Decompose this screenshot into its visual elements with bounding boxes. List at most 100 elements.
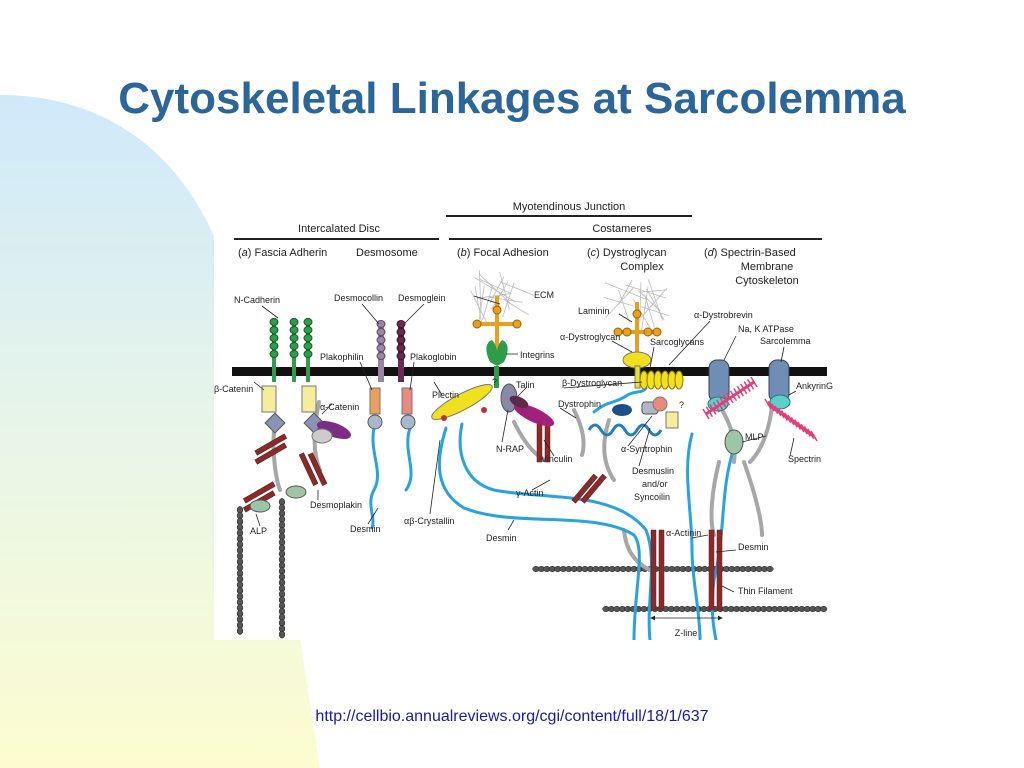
label-plectin: Plectin <box>432 390 459 400</box>
label-a-dystrobrevin: α-Dystrobrevin <box>694 310 753 320</box>
ankyrin-oval-2 <box>769 394 791 410</box>
mlp-oval <box>724 429 744 455</box>
spectrin-coil <box>764 398 772 410</box>
leader-lines <box>253 295 797 621</box>
n-cadherin-bead <box>303 350 313 358</box>
laminin-crossbar <box>616 330 660 334</box>
source-url-link[interactable]: http://cellbio.annualreviews.org/cgi/con… <box>315 708 709 725</box>
beta-catenin-1 <box>261 385 277 413</box>
vertical-filament-a <box>236 506 244 635</box>
mesh-line <box>640 306 670 317</box>
n-cadherin-bead <box>289 326 299 334</box>
label-alp: ALP <box>250 526 267 536</box>
spectrin-coil <box>770 403 779 414</box>
actin-bar-9 <box>571 473 598 504</box>
mesh-line <box>637 290 661 312</box>
grey-strand-6 <box>622 528 652 572</box>
spectrin-coil <box>709 404 717 415</box>
header-desmosome: Desmosome <box>356 247 418 259</box>
dystrophin-head <box>612 404 632 416</box>
header-myotendinous-junction: Myotendinous Junction <box>513 201 626 213</box>
spectrin-coil <box>729 390 738 402</box>
n-cadherin-chain-2 <box>289 318 299 382</box>
alpha-catenin-ellipse <box>316 420 352 440</box>
alp-oval-1 <box>249 499 271 513</box>
desmin-strand-6 <box>592 386 648 414</box>
plakoglobin <box>401 387 413 415</box>
desmocollin-bead <box>376 344 386 352</box>
integrin-stalk <box>494 366 499 388</box>
spectrin-coil <box>803 426 812 437</box>
alp-oval-2 <box>285 485 307 499</box>
spectrin-helix-1 <box>702 376 758 420</box>
mesh-line <box>474 286 483 324</box>
spectrin-coil <box>750 376 758 388</box>
thin-filaments <box>236 498 828 639</box>
actin-bar-12 <box>658 529 665 611</box>
beta-catenin-2 <box>301 385 317 413</box>
spectrin-coil <box>780 410 789 421</box>
mesh-line <box>499 281 535 296</box>
actin-bar-2 <box>254 442 288 465</box>
grey-strand-1 <box>271 430 282 492</box>
label-ab-crystallin: αβ-Crystallin <box>404 516 454 526</box>
desmin-strands <box>369 386 736 640</box>
mesh-line <box>618 279 633 305</box>
header-dystroglycan-complex: Complex <box>620 261 664 273</box>
desmin-strand-3 <box>437 426 641 640</box>
spectrin-coil <box>787 414 795 426</box>
laminin-bead-top <box>632 309 642 319</box>
figure-panel: Myotendinous Junction Intercalated Disc … <box>214 190 839 640</box>
laminin-bead-left-1 <box>613 327 623 337</box>
label-spectrin: Spectrin <box>788 454 821 464</box>
spectrin-coil <box>712 401 720 413</box>
mesh-line <box>486 296 523 303</box>
spectrin-helix-2 <box>764 398 818 442</box>
spectrin-coil <box>740 383 748 395</box>
slide-title: Cytoskeletal Linkages at Sarcolemma <box>118 74 906 123</box>
n-cadherin-chain-3 <box>303 318 313 382</box>
spectrin-coil <box>790 416 798 428</box>
label-ecm: ECM <box>534 290 554 300</box>
actin-bar-11 <box>650 529 657 611</box>
n-cadherin-bead <box>303 342 313 350</box>
n-cadherin-bead <box>289 318 299 326</box>
n-cadherin-bead <box>269 350 279 358</box>
desmoglein-bead <box>396 320 406 328</box>
spectrin-coil <box>736 385 744 397</box>
n-cadherin-bead <box>269 318 279 326</box>
n-cadherin-bead <box>269 326 279 334</box>
plakin-group <box>367 387 416 430</box>
actin-bars <box>242 419 723 611</box>
spectrin-coil <box>722 394 731 406</box>
alpha-catenin-1 <box>264 412 286 434</box>
spectrin-coil <box>743 381 751 392</box>
spectrin-coil <box>800 423 808 435</box>
diagram-labels: N-Cadherin Desmocollin Desmoglein ECM La… <box>214 290 833 638</box>
label-syncoilin: Syncoilin <box>634 492 670 502</box>
grey-strands <box>271 400 774 572</box>
spectrin-coil <box>793 419 802 430</box>
question-mark-2: ? <box>679 400 684 410</box>
crystallin-dot-2 <box>481 407 487 413</box>
desmocollin-bead <box>376 328 386 336</box>
n-cadherin-group <box>269 318 313 382</box>
n-cadherin-chain-1 <box>269 318 279 382</box>
n-cadherin-bead <box>269 334 279 342</box>
laminin-stalk <box>635 302 639 354</box>
label-a-dystroglycan: α-Dystroglycan <box>560 332 620 342</box>
desmocollin-beads <box>376 320 386 360</box>
sarcoglycan-bead <box>674 370 684 390</box>
syntrophin-2 <box>652 396 668 412</box>
mesh-line <box>503 299 529 316</box>
grey-strand-10 <box>709 460 721 537</box>
label-vinculin: Vinculin <box>541 454 572 464</box>
vinculin-ellipse <box>513 403 555 427</box>
integrin-left <box>486 340 498 366</box>
actin-bar-3 <box>242 481 276 504</box>
actin-bar-6 <box>307 452 328 487</box>
spectrin-coil <box>810 430 818 442</box>
label-desmoglein: Desmoglein <box>398 293 446 303</box>
label-b-dystroglycan: β-Dystroglycan <box>562 378 622 388</box>
actin-bar-5 <box>298 452 319 487</box>
